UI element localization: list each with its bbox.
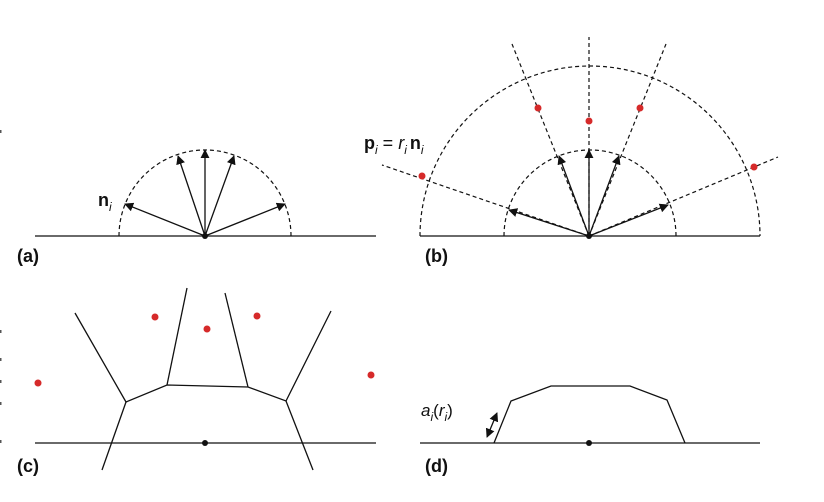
sample-point (203, 325, 211, 333)
panel-c-voronoi-edges (74, 287, 332, 471)
sample-point (253, 312, 261, 320)
edge-mark (0, 402, 2, 405)
normal-arrow (588, 203, 669, 237)
edge-mark (0, 440, 2, 443)
panel-c: (c) (17, 287, 376, 476)
panel-d: ai(ri) (d) (420, 385, 760, 476)
panel-d-area-profile (493, 385, 686, 444)
normal-arrow (204, 155, 236, 237)
sample-point (418, 172, 426, 180)
panel-d-area-arrow (485, 412, 499, 438)
normal-arrow (204, 202, 286, 237)
voronoi-edge (101, 401, 127, 471)
normal-label-n: n (98, 190, 109, 210)
sample-point (636, 104, 644, 112)
panel-b-sample-points (418, 104, 758, 180)
sample-point (585, 117, 593, 125)
panel-d-label: (d) (425, 456, 448, 476)
panel-b-origin-point (586, 233, 592, 239)
panel-b-rays (381, 37, 779, 237)
edge-mark (0, 358, 2, 361)
page-edge-marks (0, 130, 2, 443)
sample-point (750, 163, 758, 171)
normal-arrow (124, 202, 206, 237)
panel-a-origin-point (202, 233, 208, 239)
eq-r: r (398, 133, 405, 153)
panel-b-label: (b) (425, 246, 448, 266)
panel-c-sample-points (34, 312, 375, 387)
area-close-paren: ) (447, 401, 453, 420)
normal-arrow (557, 155, 590, 237)
normal-arrow (508, 208, 590, 237)
normal-label-sub: i (109, 200, 112, 214)
normal-label: ni (98, 190, 112, 214)
voronoi-edge (285, 400, 314, 471)
panel-b-normals (508, 149, 669, 237)
voronoi-edge (74, 310, 332, 403)
ray-line (588, 156, 779, 237)
eq-n-sub: i (421, 143, 424, 157)
edge-mark (0, 130, 2, 133)
panel-a-normals (124, 149, 286, 237)
normal-arrow (176, 155, 206, 237)
area-open-paren: ( (433, 401, 439, 420)
area-r-sub: i (444, 410, 447, 424)
normal-arrow (588, 155, 621, 237)
edge-mark (0, 330, 2, 333)
eq-p-sub: i (375, 143, 378, 157)
edge-mark (0, 380, 2, 383)
panel-d-origin-point (586, 440, 592, 446)
sample-point (534, 104, 542, 112)
ray-line (511, 43, 590, 237)
eq-r-sub: i (404, 143, 407, 157)
panel-b-scaled-hemisphere (419, 65, 761, 237)
panel-c-origin-point (202, 440, 208, 446)
sample-point (34, 379, 42, 387)
panel-a: ni (a) (17, 149, 376, 266)
eq-equals: = (378, 133, 399, 153)
sample-point (367, 371, 375, 379)
voronoi-edge (166, 287, 188, 386)
panel-a-label: (a) (17, 246, 39, 266)
voronoi-edge (224, 292, 249, 388)
area-a: a (421, 401, 430, 420)
eq-n: n (410, 133, 421, 153)
eq-p: p (364, 133, 375, 153)
area-r: r (439, 401, 446, 420)
panel-c-label: (c) (17, 456, 39, 476)
area-a-sub: i (430, 410, 433, 424)
panel-b-unit-hemisphere (503, 149, 677, 237)
ray-line (588, 43, 667, 237)
area-label: ai(ri) (421, 401, 453, 424)
sample-point (151, 313, 159, 321)
